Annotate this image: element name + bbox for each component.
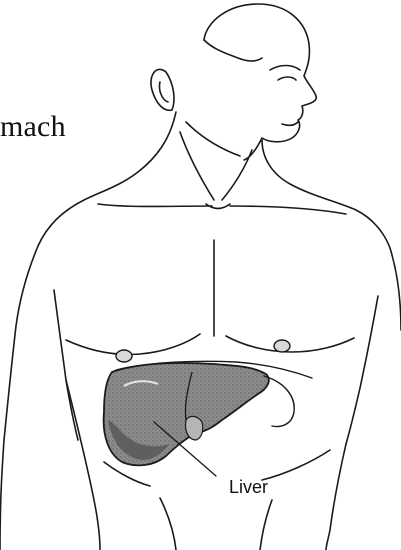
right-arm-outer — [390, 248, 401, 330]
eyebrow — [270, 66, 300, 71]
clavicle-left — [98, 204, 212, 207]
right-side — [326, 444, 346, 550]
nipple-right — [274, 340, 290, 352]
left-arm-inner — [54, 290, 78, 440]
liver-label: Liver — [229, 478, 268, 496]
right-arm-inner — [346, 296, 378, 444]
head — [151, 4, 316, 160]
mouth — [282, 122, 298, 125]
head-outline — [204, 4, 316, 160]
eye — [278, 77, 296, 80]
abdomen-left — [160, 498, 176, 550]
abdomen-right — [260, 500, 272, 550]
ear — [151, 69, 174, 110]
nipples — [116, 340, 290, 362]
sternocleidomastoid-left — [180, 132, 214, 200]
nipple-left — [116, 350, 132, 362]
clavicle-right — [230, 206, 346, 214]
ear-inner — [159, 82, 168, 102]
neck-shoulders — [38, 112, 390, 248]
left-arm-outer — [0, 246, 38, 550]
pectoral-left — [66, 334, 200, 354]
jaw-shadow — [186, 122, 240, 156]
hairline — [204, 40, 262, 61]
rib-right — [262, 450, 330, 480]
cropped-label: mach — [0, 112, 66, 142]
neck-crease — [206, 204, 230, 209]
neck-right — [262, 140, 390, 248]
